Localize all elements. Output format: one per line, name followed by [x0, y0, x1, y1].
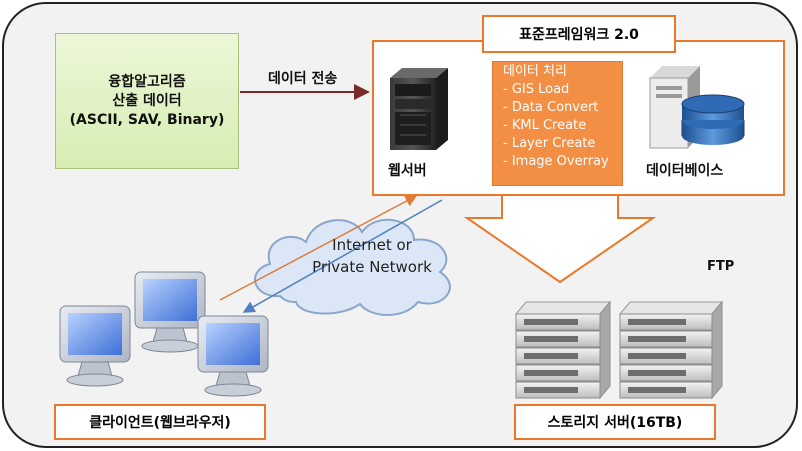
fusion-data-box: 융합알고리즘 산출 데이터 (ASCII, SAV, Binary) — [55, 33, 239, 169]
storage-server-rack-1 — [514, 300, 612, 400]
storage-server-rack-2 — [618, 300, 724, 400]
fusion-data-line2: 산출 데이터 — [112, 92, 182, 109]
web-server-icon — [390, 68, 448, 150]
client-monitor-1 — [59, 305, 131, 387]
processing-item: - GIS Load — [503, 82, 570, 97]
processing-item: - Layer Create — [503, 136, 596, 151]
download-traffic-line — [242, 199, 443, 313]
ftp-label: FTP — [707, 259, 735, 274]
processing-item: - Data Convert — [503, 100, 599, 115]
client-monitor-2 — [134, 271, 206, 353]
database-icon — [649, 66, 745, 149]
processing-item: - Image Overray — [503, 154, 609, 169]
processing-item: - KML Create — [503, 118, 587, 133]
client-label: 클라이언트(웹브라우저) — [54, 404, 266, 440]
fusion-data-line1: 융합알고리즘 — [108, 73, 186, 90]
ftp-down-arrow — [463, 196, 657, 284]
framework-title: 표준프레임워크 2.0 — [482, 15, 676, 53]
upload-traffic-line — [219, 195, 418, 301]
data-transfer-label: 데이터 전송 — [268, 71, 338, 87]
network-cloud — [254, 218, 451, 316]
data-processing-box: 데이터 처리 - GIS Load - Data Convert - KML C… — [492, 61, 623, 186]
client-monitor-3 — [197, 315, 269, 397]
storage-label: 스토리지 서버(16TB) — [514, 404, 716, 440]
processing-title: 데이터 처리 — [503, 64, 567, 79]
cloud-label-line2: Private Network — [312, 258, 432, 276]
cloud-label: Internet or Private Network — [282, 234, 462, 278]
fusion-data-line3: (ASCII, SAV, Binary) — [69, 111, 225, 128]
webserver-label: 웹서버 — [388, 163, 427, 179]
cloud-label-line1: Internet or — [332, 236, 412, 254]
database-label: 데이터베이스 — [646, 163, 724, 179]
